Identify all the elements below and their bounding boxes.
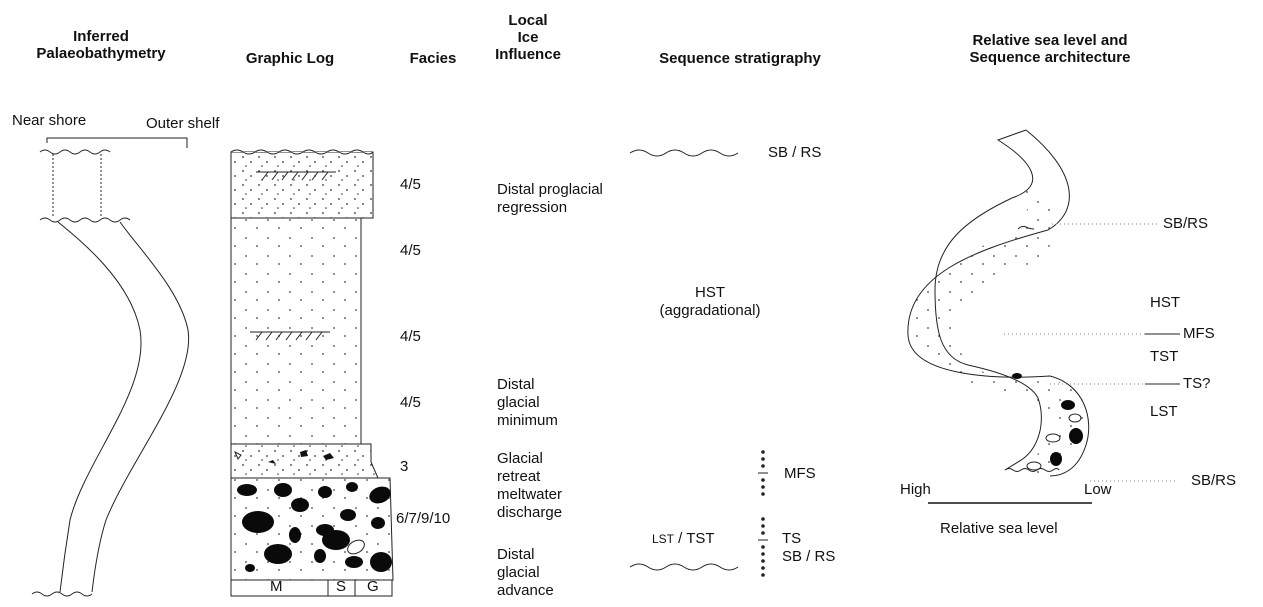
facies-code: 4/5 <box>400 242 421 259</box>
sequence-tst: / TST <box>674 530 715 547</box>
sb-rs-bottom-wave <box>629 563 739 571</box>
graphic-log <box>230 149 394 597</box>
label-near-shore: Near shore <box>12 112 87 129</box>
facies-code: 3 <box>400 458 409 475</box>
sequence-symbols <box>629 149 768 577</box>
diamict-clasts <box>237 482 392 572</box>
palaeobathymetry-column <box>31 137 190 597</box>
architecture-tst: TST <box>1150 348 1179 365</box>
header-palaeobathymetry: Inferred Palaeobathymetry <box>36 28 166 62</box>
bathymetry-scale-bar <box>46 137 188 148</box>
ice-influence-regression: Distal proglacial regression <box>497 181 603 216</box>
architecture-mfs: MFS <box>1183 325 1215 342</box>
ice-influence-advance: Distal glacial advance <box>497 546 554 599</box>
grain-size-gravel: G <box>367 578 379 595</box>
bathymetry-unconformity-middle <box>39 217 131 223</box>
facies-code: 6/7/9/10 <box>396 510 451 527</box>
ts-marker <box>758 517 768 577</box>
lamination-top <box>256 171 336 181</box>
facies-code: 4/5 <box>400 328 421 345</box>
sequence-ts: TS <box>782 530 802 547</box>
grain-size-scale <box>230 580 393 597</box>
sequence-lst-tst: LST / TST <box>652 530 715 548</box>
architecture-sb-rs-upper: SB/RS <box>1163 215 1209 232</box>
architecture-ts: TS? <box>1183 375 1211 392</box>
ice-influence-minimum: Distal glacial minimum <box>497 376 558 429</box>
grain-size-mud: M <box>270 578 283 595</box>
bathymetry-curve-left <box>57 221 142 593</box>
sb-rs-top-wave <box>629 149 739 157</box>
architecture-axis-label: Relative sea level <box>940 520 1058 537</box>
mfs-marker <box>758 450 768 496</box>
sequence-hst: HST <box>695 284 725 301</box>
ice-influence-retreat: Glacial retreat meltwater discharge <box>497 450 563 521</box>
lamination-middle <box>250 331 330 341</box>
header-graphic-log: Graphic Log <box>245 50 335 67</box>
sequence-mfs: MFS <box>784 465 816 482</box>
bathymetry-curve-right <box>91 221 190 593</box>
label-outer-shelf: Outer shelf <box>146 115 220 132</box>
bathymetry-unconformity-top <box>39 149 111 155</box>
header-ice-influence: Local Ice Influence <box>495 12 561 63</box>
facies-code: 4/5 <box>400 394 421 411</box>
bathymetry-unconformity-bottom <box>31 591 93 597</box>
sequence-sb-rs-bottom: SB / RS <box>782 548 836 565</box>
sea-level-architecture <box>907 129 1180 504</box>
sequence-sb-rs-top: SB / RS <box>768 144 822 161</box>
header-sequence-stratigraphy: Sequence stratigraphy <box>659 50 821 67</box>
header-sea-level-architecture: Relative sea level and Sequence architec… <box>969 32 1131 66</box>
architecture-lst: LST <box>1150 403 1178 420</box>
architecture-high: High <box>900 481 931 498</box>
architecture-hst: HST <box>1150 294 1180 311</box>
facies-code: 4/5 <box>400 176 421 193</box>
grain-size-sand: S <box>336 578 347 595</box>
sequence-hst-note: (aggradational) <box>659 302 761 319</box>
architecture-sand-band <box>912 183 1084 478</box>
architecture-sb-rs-lower: SB/RS <box>1191 472 1237 489</box>
architecture-low: Low <box>1084 481 1112 498</box>
header-facies: Facies <box>409 50 457 67</box>
sequence-lst: LST <box>652 532 675 546</box>
